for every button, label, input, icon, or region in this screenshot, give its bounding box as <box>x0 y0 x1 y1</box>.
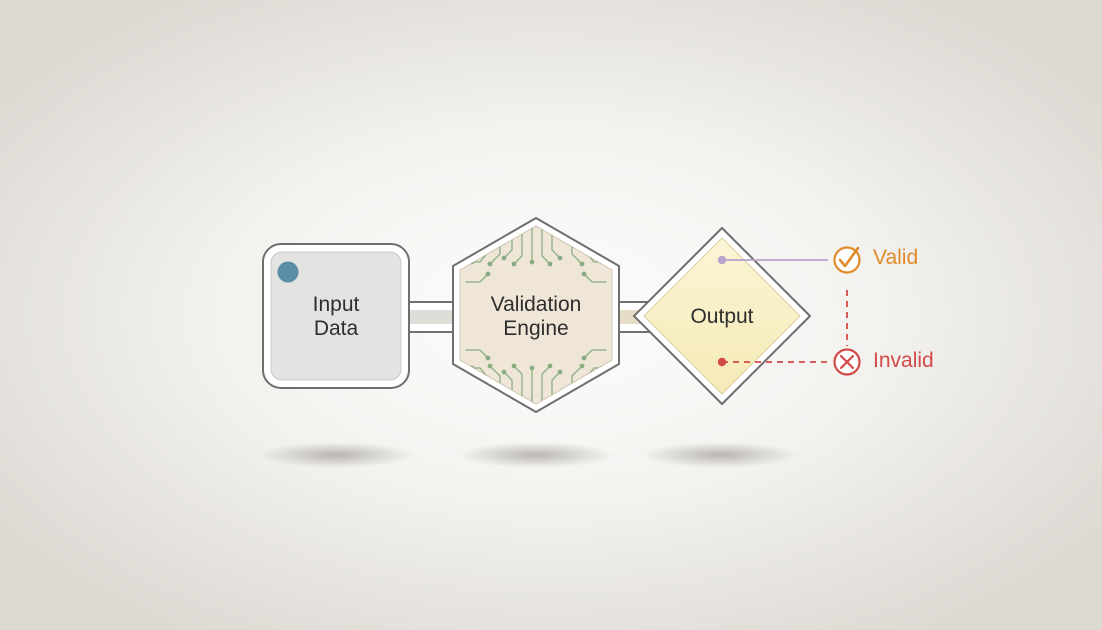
input-data-node <box>262 243 410 389</box>
validation-engine-node <box>452 217 620 413</box>
invalid-outcome-label: Invalid <box>873 349 934 372</box>
output-label-text: Output <box>690 305 754 328</box>
validation-engine-label-line2: Engine <box>503 317 569 340</box>
input-data-label-line2: Data <box>313 317 359 340</box>
validation-engine-label: Validation Engine <box>466 293 606 341</box>
input-status-dot-icon <box>277 261 299 283</box>
input-data-label: Input Data <box>276 293 396 341</box>
invalid-branch-connector <box>717 290 848 367</box>
valid-outcome-label: Valid <box>873 246 919 269</box>
output-label: Output <box>662 305 782 329</box>
valid-branch-connector <box>717 255 828 265</box>
output-node-shadow <box>642 442 798 468</box>
x-circle-icon <box>833 348 861 376</box>
engine-node-shadow <box>458 442 614 468</box>
input-node-shadow <box>258 442 414 468</box>
validation-engine-label-line1: Validation <box>490 293 582 316</box>
output-node <box>633 227 811 405</box>
input-data-label-line1: Input <box>312 293 360 316</box>
check-circle-icon <box>833 246 861 274</box>
circuit-nodes <box>469 255 605 375</box>
